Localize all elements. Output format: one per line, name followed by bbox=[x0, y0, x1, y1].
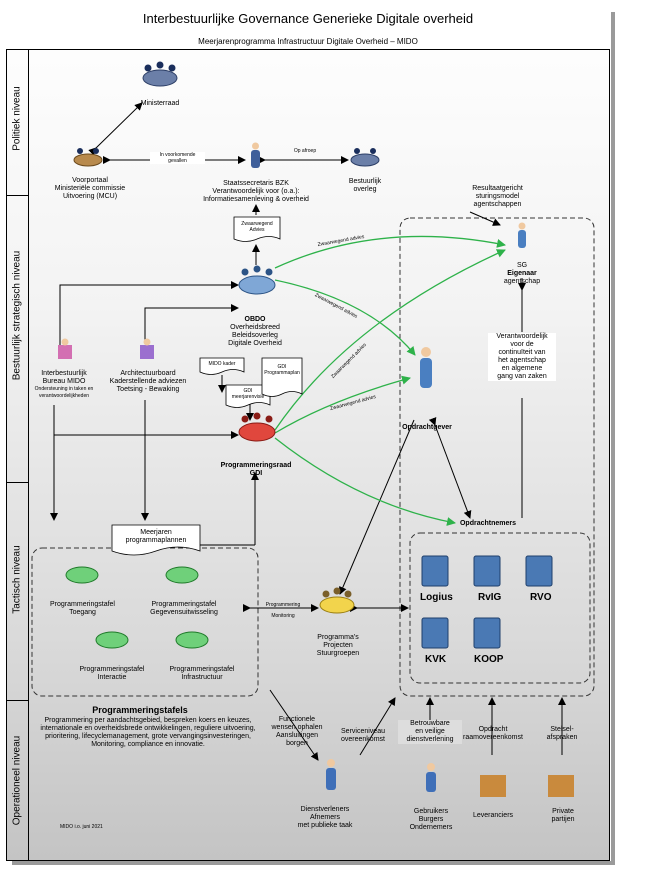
level-sep bbox=[6, 195, 28, 196]
doc-meerjaren bbox=[111, 524, 201, 556]
level-sep bbox=[6, 482, 28, 483]
doc-zwaarwegend bbox=[233, 216, 281, 242]
agency-logius: Logius bbox=[420, 592, 453, 603]
subtitle: Meerjarenprogramma Infrastructuur Digita… bbox=[198, 37, 418, 46]
meeting-tables bbox=[65, 61, 380, 649]
agency-region bbox=[399, 217, 595, 697]
footer-note: MIDO i.o. juni 2021 bbox=[60, 824, 103, 830]
node-ministerraad: Ministerraad bbox=[140, 100, 180, 107]
doc-mido-kader bbox=[199, 357, 245, 375]
opdrachtnemers-region bbox=[409, 532, 591, 684]
title-bar bbox=[6, 6, 610, 33]
node-opdrachtgever: Opdrachtgever bbox=[402, 424, 452, 431]
doc-gdi-plan bbox=[261, 357, 303, 397]
agency-kvk: KVK bbox=[425, 654, 447, 665]
edge-op-afroep: Op afroep bbox=[293, 148, 317, 154]
level-column bbox=[6, 49, 29, 861]
programmeringstafels-description: Programmering per aandachtsgebied, bespr… bbox=[40, 717, 256, 748]
node-opdrachtnemers: Opdrachtnemers bbox=[459, 520, 517, 527]
node-leveranciers: Leveranciers bbox=[472, 812, 514, 819]
level-sep bbox=[6, 700, 28, 701]
agency-koop: KOOP bbox=[474, 654, 504, 665]
agency-rvo: RVO bbox=[530, 592, 552, 603]
subtitle-bar bbox=[6, 32, 610, 50]
agency-buildings bbox=[421, 555, 553, 649]
agency-rvig: RvIG bbox=[478, 592, 502, 603]
person-icons bbox=[58, 142, 574, 797]
edge-stelsel: Stelsel-afspraken bbox=[546, 726, 578, 741]
doc-gdi-visie bbox=[225, 384, 271, 408]
doc-mido-kader-label: MIDO kader bbox=[208, 361, 236, 367]
page-title: Interbestuurlijke Governance Generieke D… bbox=[142, 11, 474, 26]
tafels-region bbox=[31, 547, 259, 697]
programmeringstafels-heading: Programmeringstafels bbox=[92, 705, 188, 715]
